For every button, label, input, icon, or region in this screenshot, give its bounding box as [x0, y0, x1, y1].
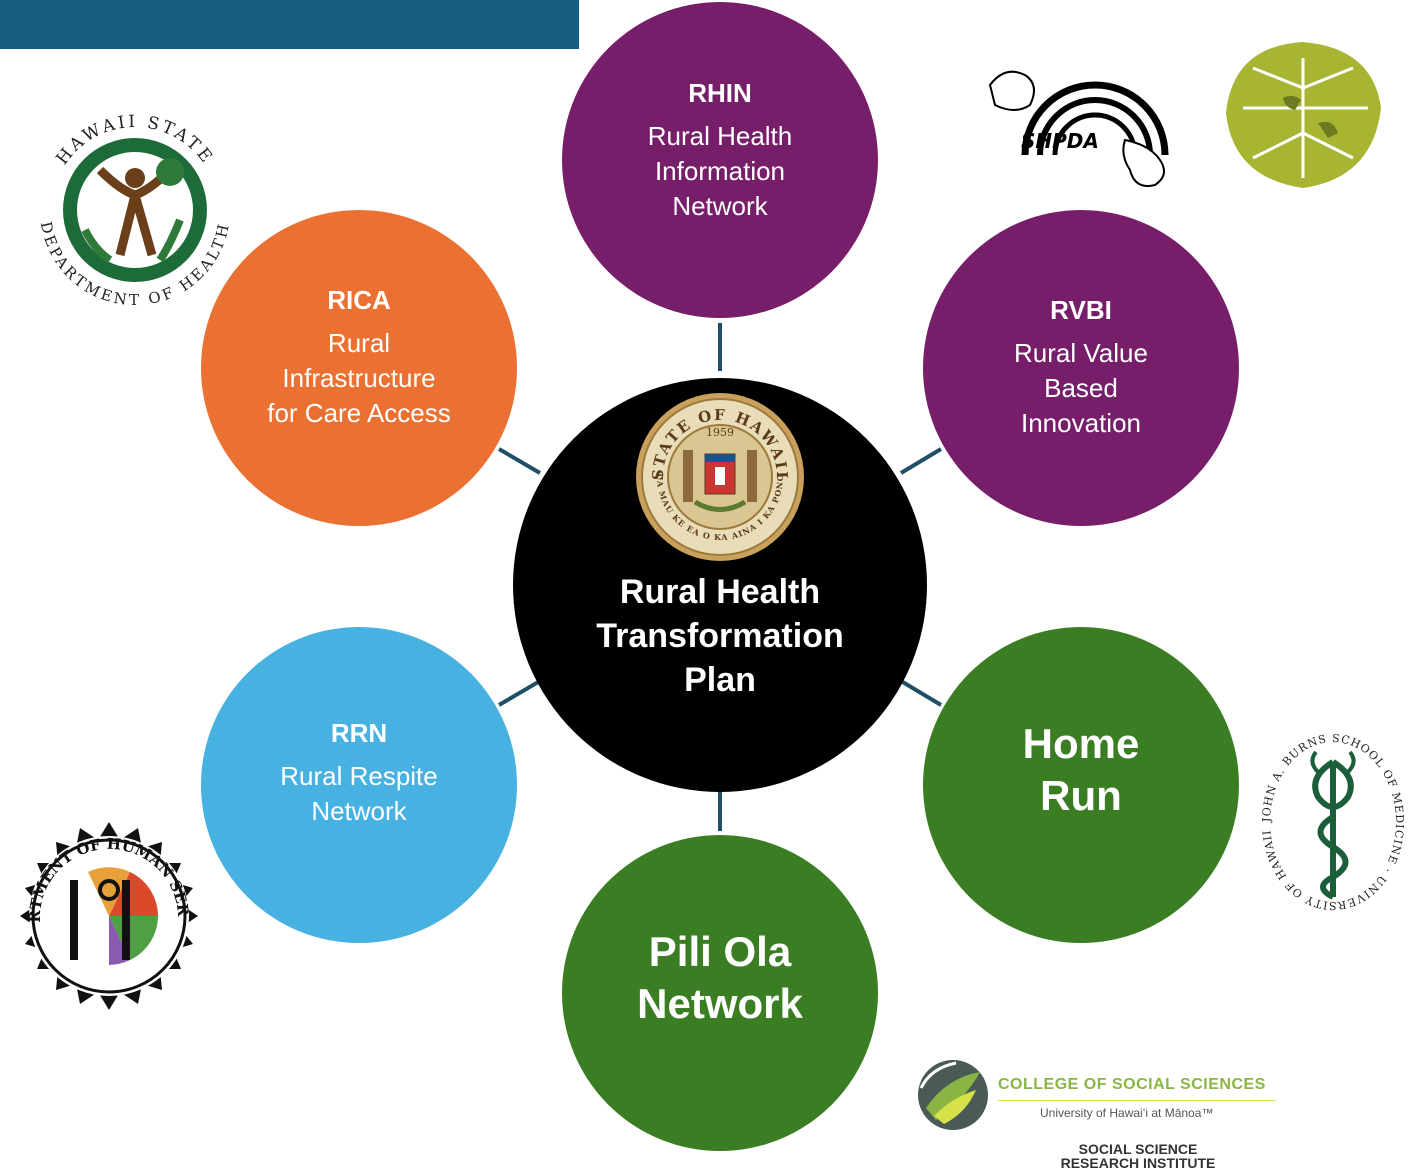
leaf-logo: [1226, 42, 1381, 188]
node-rica-line3: for Care Access: [267, 398, 451, 428]
college-of-social-sciences-title: COLLEGE OF SOCIAL SCIENCES: [998, 1076, 1266, 1093]
node-pili-ola-line2: Network: [637, 980, 803, 1027]
node-rica-line2: Infrastructure: [282, 363, 436, 393]
college-of-social-sciences-subtitle: University of Hawaiʻi at Mānoa™: [1040, 1106, 1214, 1120]
node-rvbi-line3: Innovation: [1021, 408, 1141, 438]
school-of-medicine-logo: JOHN A. BURNS SCHOOL OF MEDICINE · UNIVE…: [1258, 722, 1405, 912]
node-home-run-line2: Run: [1040, 772, 1122, 819]
state-seal-logo: STATE OF HAWAII UA MAU KE EA O KA AINA I…: [636, 393, 804, 561]
node-rica: RICA Rural Infrastructure for Care Acces…: [201, 210, 517, 526]
connector-home-run: [899, 679, 943, 707]
ssri-line2: RESEARCH INSTITUTE: [1060, 1155, 1216, 1171]
node-rhin-line3: Network: [672, 191, 768, 221]
node-rrn-line1: Rural Respite: [280, 760, 438, 791]
node-rhin-line1: Rural Health: [647, 121, 793, 151]
node-rvbi-line1: Rural Value: [1014, 338, 1148, 368]
node-rica-abbr: RICA: [327, 285, 391, 315]
connector-rica: [497, 447, 542, 475]
college-divider: [998, 1100, 1276, 1101]
connector-rrn: [497, 679, 542, 707]
node-pili-ola: Pili Ola Network: [562, 835, 878, 1151]
node-rhin-line2: Information: [654, 156, 786, 186]
node-home-run: Home Run: [923, 627, 1239, 943]
department-of-human-services-logo: DEPARTMENT OF HUMAN SERVICES: [10, 820, 198, 1010]
hub-title: Rural Health Transformation Plan: [513, 570, 927, 702]
svg-text:SHPDA: SHPDA: [1021, 129, 1099, 153]
node-pili-ola-line1: Pili Ola: [648, 928, 792, 975]
college-of-social-sciences-mark: [918, 1060, 988, 1130]
connector-rvbi: [899, 447, 943, 475]
svg-text:1959: 1959: [706, 426, 734, 439]
node-rvbi-line2: Based: [1044, 373, 1118, 403]
node-rvbi: RVBI Rural Value Based Innovation: [923, 210, 1239, 526]
hub-title-line1: Rural Health: [619, 573, 821, 611]
node-rrn: RRN Rural Respite Network: [201, 627, 517, 943]
hub-title-line3: Plan: [684, 661, 756, 699]
department-of-health-logo: HAWAII STATE DEPARTMENT OF HEALTH: [37, 112, 231, 309]
node-rrn-abbr: RRN: [330, 717, 388, 748]
node-rica-line1: Rural: [327, 328, 391, 358]
ssri-line1: SOCIAL SCIENCE: [1078, 1141, 1198, 1157]
header-bar: [0, 0, 579, 49]
node-rrn-line2: Network: [311, 795, 407, 826]
node-home-run-line1: Home: [1022, 720, 1140, 767]
node-rhin: RHIN Rural Health Information Network: [562, 2, 878, 318]
shpda-logo: SHPDA: [988, 70, 1169, 187]
hub-title-line2: Transformation: [596, 617, 844, 655]
node-rvbi-abbr: RVBI: [1050, 295, 1112, 325]
node-rhin-abbr: RHIN: [688, 78, 752, 108]
